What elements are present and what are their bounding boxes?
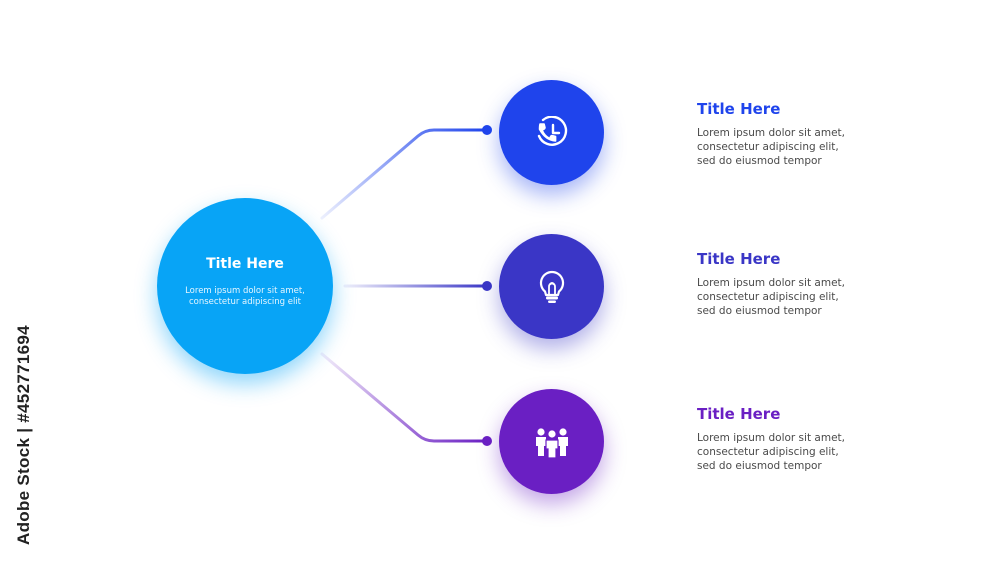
node-1: [499, 80, 604, 185]
main-description: Lorem ipsum dolor sit amet, consectetur …: [185, 286, 305, 307]
info-block-2: Title Here Lorem ipsum dolor sit amet, c…: [697, 250, 917, 318]
connector-dot-1: [482, 125, 492, 135]
info-text-1: Lorem ipsum dolor sit amet, consectetur …: [697, 126, 917, 168]
info-text-2-line-2: consectetur adipiscing elit,: [697, 291, 839, 303]
connector-line-1: [320, 128, 489, 220]
phone-clock-icon: [537, 115, 567, 146]
info-text-3: Lorem ipsum dolor sit amet, consectetur …: [697, 431, 917, 473]
main-title: Title Here: [206, 256, 284, 272]
connector-line-3: [320, 352, 489, 443]
stock-id-label: Adobe Stock | #452771694: [12, 325, 36, 545]
info-block-3: Title Here Lorem ipsum dolor sit amet, c…: [697, 405, 917, 473]
info-text-2-line-1: Lorem ipsum dolor sit amet,: [697, 277, 845, 289]
info-block-1: Title Here Lorem ipsum dolor sit amet, c…: [697, 100, 917, 168]
node-2: [499, 234, 604, 339]
info-text-2-line-3: sed do eiusmod tempor: [697, 305, 822, 317]
info-text-1-line-3: sed do eiusmod tempor: [697, 155, 822, 167]
info-title-2: Title Here: [697, 250, 781, 268]
info-title-1: Title Here: [697, 100, 781, 118]
stock-id-text: Adobe Stock | #452771694: [14, 325, 33, 545]
info-text-3-line-2: consectetur adipiscing elit,: [697, 446, 839, 458]
lightbulb-icon: [539, 270, 564, 303]
team-icon: [535, 427, 568, 458]
node-3: [499, 389, 604, 494]
info-text-1-line-1: Lorem ipsum dolor sit amet,: [697, 127, 845, 139]
info-title-3: Title Here: [697, 405, 781, 423]
info-text-1-line-2: consectetur adipiscing elit,: [697, 141, 839, 153]
main-circle: Title Here Lorem ipsum dolor sit amet, c…: [157, 198, 333, 374]
info-text-2: Lorem ipsum dolor sit amet, consectetur …: [697, 276, 917, 318]
connector-dot-3: [482, 436, 492, 446]
info-text-3-line-1: Lorem ipsum dolor sit amet,: [697, 432, 845, 444]
info-text-3-line-3: sed do eiusmod tempor: [697, 460, 822, 472]
connector-dot-2: [482, 281, 492, 291]
